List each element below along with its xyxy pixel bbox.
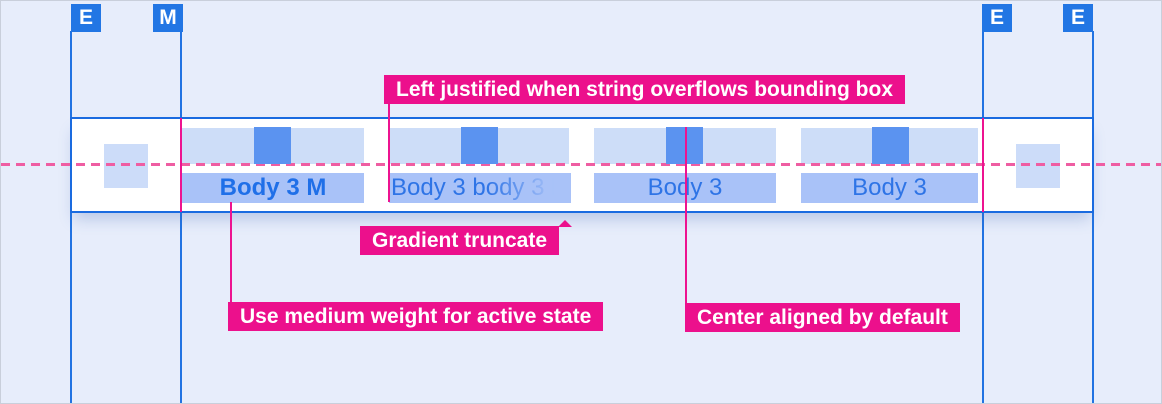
tab-label[interactable]: Body 3 <box>801 173 978 203</box>
margin-marker-e: E <box>71 4 101 32</box>
content-left-bound-line <box>180 118 182 212</box>
tab-icon-placeholder[interactable] <box>666 127 703 164</box>
content-right-bound-line <box>982 118 984 212</box>
left-justified-callout-line <box>388 104 390 202</box>
margin-marker-e: E <box>982 4 1012 32</box>
annotation-gradient-truncate: Gradient truncate <box>360 226 560 255</box>
annotation-center-aligned: Center aligned by default <box>685 303 960 332</box>
annotation-left-justified: Left justified when string overflows bou… <box>384 75 905 104</box>
guide-line-left-margin <box>180 31 182 403</box>
tab-label-active[interactable]: Body 3 M <box>182 173 364 203</box>
medium-weight-callout-line <box>230 202 232 303</box>
guide-line-left-edge <box>70 31 72 403</box>
right-margin-placeholder-square <box>1016 144 1060 188</box>
center-baseline-dashed-line <box>1 163 1161 166</box>
annotation-medium-weight: Use medium weight for active state <box>228 302 604 331</box>
margin-marker-m: M <box>153 4 183 32</box>
guide-line-right-margin <box>982 31 984 403</box>
left-margin-placeholder-square <box>104 144 148 188</box>
guide-line-right-edge <box>1092 31 1094 403</box>
tab-icon-placeholder[interactable] <box>461 127 498 164</box>
gradient-truncate-fade <box>486 173 571 203</box>
center-aligned-callout-line <box>685 127 687 304</box>
tab-icon-placeholder[interactable] <box>872 127 909 164</box>
tab-icon-placeholder[interactable] <box>254 127 291 164</box>
margin-marker-e: E <box>1063 4 1093 32</box>
arrow-up-icon <box>558 220 572 227</box>
tab-label-truncated[interactable]: Body 3 body 3 b <box>389 173 571 203</box>
